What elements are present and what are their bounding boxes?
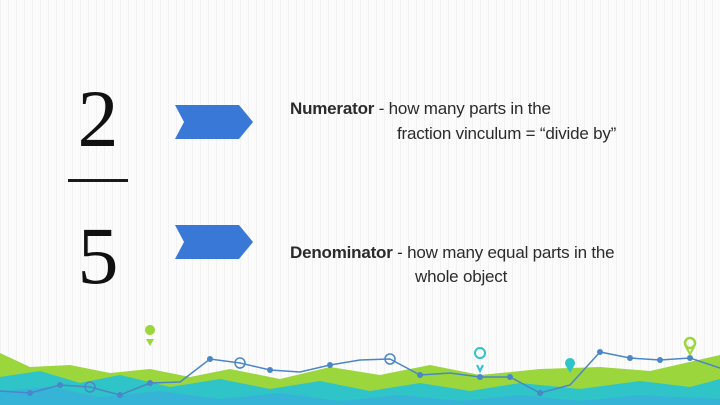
denominator-description: Denominator - how many equal parts in th… <box>290 243 615 263</box>
fraction-vinculum <box>68 179 128 182</box>
decorative-landscape <box>0 325 720 405</box>
numerator-description-line2: fraction vinculum = “divide by” <box>397 124 617 143</box>
fraction-numerator: 2 <box>77 73 119 164</box>
numerator-description: Numerator - how many parts in the <box>290 99 551 119</box>
fraction-denominator: 5 <box>77 210 119 301</box>
numerator-term: Numerator <box>290 99 375 118</box>
denominator-definition: - how many equal parts in the <box>392 243 615 262</box>
denominator-description-line2: whole object <box>415 267 508 286</box>
numerator-definition: - how many parts in the <box>374 99 551 118</box>
chevron-right-icon <box>175 105 253 139</box>
denominator-term: Denominator <box>290 243 393 262</box>
chevron-right-icon <box>175 225 253 259</box>
